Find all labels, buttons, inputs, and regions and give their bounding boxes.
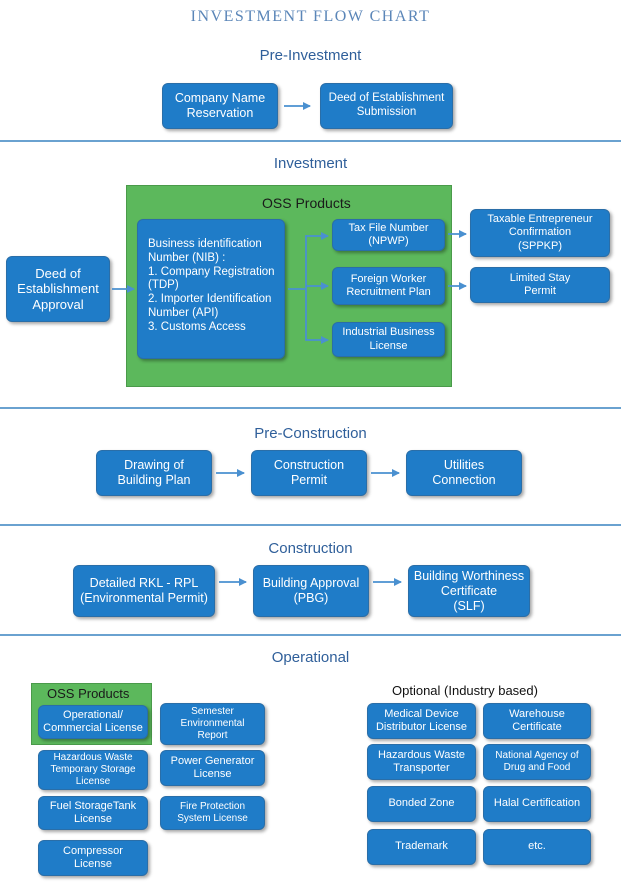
power-generator-box: Power Generator License [160, 750, 265, 786]
semester-report-box: Semester Environmental Report [160, 703, 265, 745]
industrial-license-box: Industrial Business License [332, 322, 445, 357]
drawing-plan-box: Drawing of Building Plan [96, 450, 212, 496]
etc-box: etc. [483, 829, 591, 865]
divider-4 [0, 634, 621, 636]
page-title: INVESTMENT FLOW CHART [190, 8, 431, 25]
nib-box: Business identification Number (NIB) : 1… [137, 219, 285, 359]
divider-1 [0, 140, 621, 142]
section-title-investment: Investment [273, 155, 348, 172]
hazardous-storage-box: Hazardous Waste Temporary Storage Licens… [38, 750, 148, 790]
divider-2 [0, 407, 621, 409]
hazardous-transporter-box: Hazardous Waste Transporter [367, 744, 476, 780]
limited-stay-box: Limited Stay Permit [470, 267, 610, 303]
slf-box: Building Worthiness Certificate (SLF) [408, 565, 530, 617]
bonded-zone-box: Bonded Zone [367, 786, 476, 822]
section-title-pre-construction: Pre-Construction [254, 425, 367, 442]
deed-submission-box: Deed of Establishment Submission [320, 83, 453, 129]
trademark-box: Trademark [367, 829, 476, 865]
commercial-license-box: Operational/ Commercial License [38, 705, 148, 739]
divider-3 [0, 524, 621, 526]
deed-approval-box: Deed of Establishment Approval [6, 256, 110, 322]
foreign-worker-box: Foreign Worker Recruitment Plan [332, 267, 445, 305]
section-title-operational: Operational [271, 649, 350, 666]
section-title-construction: Construction [268, 540, 353, 557]
fire-protection-box: Fire Protection System License [160, 796, 265, 830]
company-name-reservation-box: Company Name Reservation [162, 83, 278, 129]
oss-products-title: OSS Products [262, 195, 351, 211]
fuel-tank-box: Fuel StorageTank License [38, 796, 148, 830]
sppkp-box: Taxable Entrepreneur Confirmation (SPPKP… [470, 209, 610, 257]
operational-oss-title: OSS Products [47, 686, 130, 701]
pbg-box: Building Approval (PBG) [253, 565, 369, 617]
npwp-box: Tax File Number (NPWP) [332, 219, 445, 251]
utilities-connection-box: Utilities Connection [406, 450, 522, 496]
construction-permit-box: Construction Permit [251, 450, 367, 496]
rkl-rpl-box: Detailed RKL - RPL (Environmental Permit… [73, 565, 215, 617]
drug-food-box: National Agency of Drug and Food [483, 744, 591, 780]
warehouse-box: Warehouse Certificate [483, 703, 591, 739]
medical-device-box: Medical Device Distributor License [367, 703, 476, 739]
halal-box: Halal Certification [483, 786, 591, 822]
optional-title: Optional (Industry based) [392, 683, 538, 698]
compressor-box: Compressor License [38, 840, 148, 876]
section-title-pre-investment: Pre-Investment [259, 47, 362, 64]
